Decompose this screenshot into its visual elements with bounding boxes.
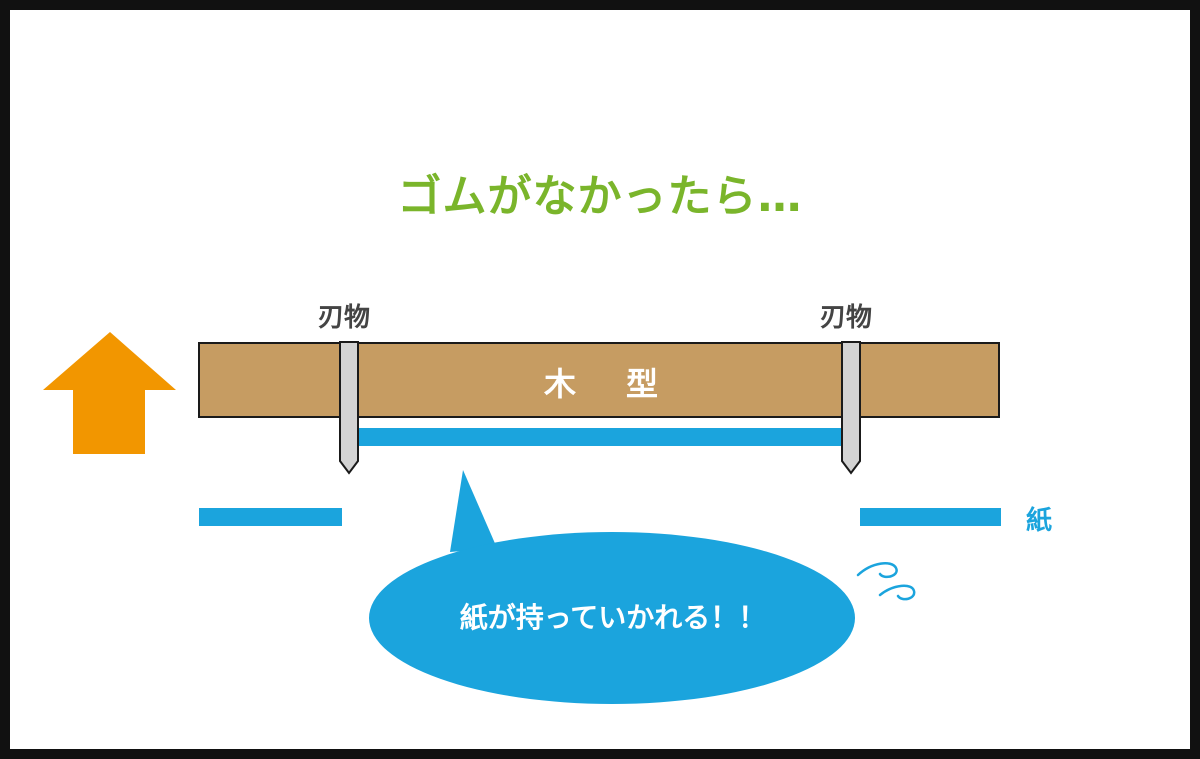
lifted-paper-piece bbox=[357, 428, 843, 446]
blade-right bbox=[841, 341, 861, 475]
speech-bubble bbox=[369, 532, 855, 704]
blade-label-left: 刃物 bbox=[318, 303, 371, 333]
mold-label: 木型 bbox=[543, 365, 708, 403]
up-arrow-icon bbox=[43, 332, 176, 454]
wooden-mold: 木型 bbox=[198, 342, 1000, 418]
sweat-icon bbox=[856, 562, 916, 601]
diagram-title: ゴムがなかったら… bbox=[397, 171, 803, 222]
speech-bubble-text: 紙が持っていかれる！！ bbox=[459, 601, 767, 634]
speech-bubble-tail bbox=[450, 470, 497, 552]
paper-label: 紙 bbox=[1026, 506, 1053, 536]
paper-strip-left bbox=[199, 508, 342, 526]
blade-left bbox=[339, 341, 359, 475]
blade-label-right: 刃物 bbox=[820, 303, 873, 333]
paper-strip-right bbox=[860, 508, 1001, 526]
